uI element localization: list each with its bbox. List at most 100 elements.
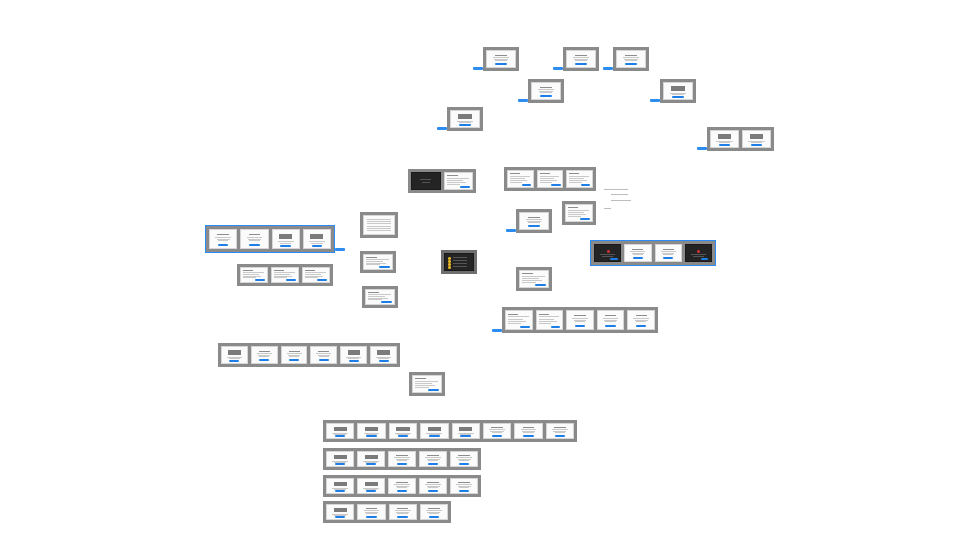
primary-button[interactable]	[580, 218, 591, 221]
primary-button[interactable]	[428, 389, 440, 392]
screen-thumbnail-form[interactable]	[536, 170, 564, 188]
primary-button[interactable]	[255, 279, 266, 282]
screen-thumbnail-dialog[interactable]	[482, 423, 512, 439]
screen-thumbnail-form[interactable]	[505, 310, 533, 330]
screen-thumbnail-image-dialog[interactable]	[326, 423, 355, 439]
primary-button[interactable]	[334, 435, 346, 438]
primary-button[interactable]	[366, 435, 377, 438]
screen-thumbnail-form[interactable]	[566, 170, 594, 188]
primary-button[interactable]	[520, 325, 530, 328]
screen-thumbnail-form[interactable]	[365, 289, 395, 305]
screen-thumbnail-form[interactable]	[302, 267, 330, 283]
screen-thumbnail-form[interactable]	[271, 267, 299, 283]
screen-thumbnail-image-dialog[interactable]	[340, 346, 368, 364]
primary-button[interactable]	[317, 279, 328, 282]
screen-thumbnail-image-dialog[interactable]	[357, 423, 386, 439]
screen-flow-group[interactable]	[516, 209, 552, 233]
primary-button[interactable]	[458, 489, 470, 492]
primary-button[interactable]	[427, 462, 439, 465]
primary-button[interactable]	[751, 144, 762, 147]
screen-thumbnail-form[interactable]	[363, 254, 393, 270]
screen-flow-group[interactable]	[360, 212, 398, 238]
primary-button[interactable]	[348, 360, 359, 363]
primary-button[interactable]	[366, 515, 377, 518]
primary-button[interactable]	[460, 435, 471, 438]
primary-button[interactable]	[523, 434, 534, 437]
screen-thumbnail-image-dialog[interactable]	[326, 478, 354, 494]
primary-button[interactable]	[286, 279, 297, 282]
screen-thumbnail-form[interactable]	[443, 172, 473, 190]
screen-flow-group[interactable]	[447, 107, 483, 131]
loose-wireframe-sketch[interactable]	[604, 186, 638, 214]
primary-button[interactable]	[495, 63, 507, 66]
screen-flow-group[interactable]	[408, 169, 476, 193]
screen-flow-group[interactable]	[483, 47, 519, 71]
screen-thumbnail-dialog[interactable]	[654, 244, 682, 262]
primary-button[interactable]	[605, 325, 616, 328]
screen-thumbnail-dialog[interactable]	[450, 451, 478, 467]
flow-label-badge[interactable]	[506, 229, 516, 232]
primary-button[interactable]	[396, 462, 408, 465]
screen-thumbnail-dialog[interactable]	[310, 346, 338, 364]
primary-button[interactable]	[528, 225, 540, 228]
primary-button[interactable]	[311, 244, 323, 247]
primary-button[interactable]	[491, 434, 503, 437]
primary-button[interactable]	[540, 95, 552, 98]
flow-label-badge[interactable]	[518, 99, 528, 102]
primary-button[interactable]	[334, 516, 346, 519]
primary-button[interactable]	[663, 257, 674, 260]
screen-thumbnail-form[interactable]	[565, 204, 593, 222]
screen-thumbnail-dark-alert[interactable]	[684, 244, 712, 262]
primary-button[interactable]	[636, 325, 647, 328]
screen-thumbnail-dialog[interactable]	[250, 346, 278, 364]
screen-thumbnail-image-dialog[interactable]	[326, 451, 354, 467]
screen-thumbnail-dialog[interactable]	[419, 451, 447, 467]
screen-thumbnail-image-dialog[interactable]	[388, 423, 418, 439]
screen-flow-group[interactable]	[323, 420, 577, 442]
screen-flow-group[interactable]	[218, 343, 400, 367]
screen-thumbnail-image-dialog[interactable]	[742, 130, 771, 148]
screen-thumbnail-dark[interactable]	[411, 172, 441, 190]
screen-thumbnail-dialog[interactable]	[566, 50, 596, 68]
primary-button[interactable]	[397, 515, 408, 518]
primary-button[interactable]	[672, 96, 684, 99]
screen-thumbnail-dialog[interactable]	[616, 50, 646, 68]
screen-thumbnail-image-dialog[interactable]	[370, 346, 397, 364]
screen-flow-group[interactable]	[409, 372, 445, 396]
primary-button[interactable]	[249, 244, 260, 247]
flow-label-badge[interactable]	[335, 248, 345, 251]
screen-flow-group[interactable]	[362, 286, 398, 308]
screen-thumbnail-image-dialog[interactable]	[357, 478, 385, 494]
primary-button[interactable]	[396, 489, 408, 492]
screen-thumbnail-dialog[interactable]	[514, 423, 543, 439]
primary-button[interactable]	[427, 489, 439, 492]
primary-button[interactable]	[575, 63, 587, 66]
primary-button[interactable]	[334, 463, 346, 466]
screen-thumbnail-dialog[interactable]	[450, 478, 478, 494]
screen-thumbnail-image-dialog[interactable]	[221, 346, 248, 364]
primary-button[interactable]	[521, 184, 531, 187]
screen-thumbnail-image-dialog[interactable]	[451, 423, 480, 439]
screen-thumbnail-form[interactable]	[535, 310, 564, 330]
screen-flow-group[interactable]	[707, 127, 774, 151]
screen-flow-group[interactable]	[504, 167, 596, 191]
screen-thumbnail-dialog[interactable]	[388, 478, 416, 494]
primary-button[interactable]	[259, 359, 270, 362]
screen-thumbnail-dialog[interactable]	[209, 229, 238, 249]
screen-flow-group[interactable]	[563, 47, 599, 71]
screen-flow-group[interactable]	[323, 501, 451, 523]
primary-button[interactable]	[458, 462, 470, 465]
screen-thumbnail-form[interactable]	[240, 267, 268, 283]
screen-flow-group[interactable]	[502, 307, 658, 333]
screen-thumbnail-image-dialog[interactable]	[710, 130, 739, 148]
flow-label-badge[interactable]	[697, 147, 707, 150]
screen-flow-group[interactable]	[660, 79, 696, 103]
screen-thumbnail-table[interactable]	[363, 215, 395, 235]
screen-flow-group[interactable]	[516, 267, 552, 291]
primary-button[interactable]	[550, 325, 561, 328]
screen-flow-group[interactable]	[441, 250, 477, 274]
primary-button[interactable]	[574, 325, 586, 328]
screen-thumbnail-form[interactable]	[519, 270, 549, 288]
screen-thumbnail-dialog[interactable]	[531, 82, 561, 100]
screen-thumbnail-dialog[interactable]	[519, 212, 549, 230]
